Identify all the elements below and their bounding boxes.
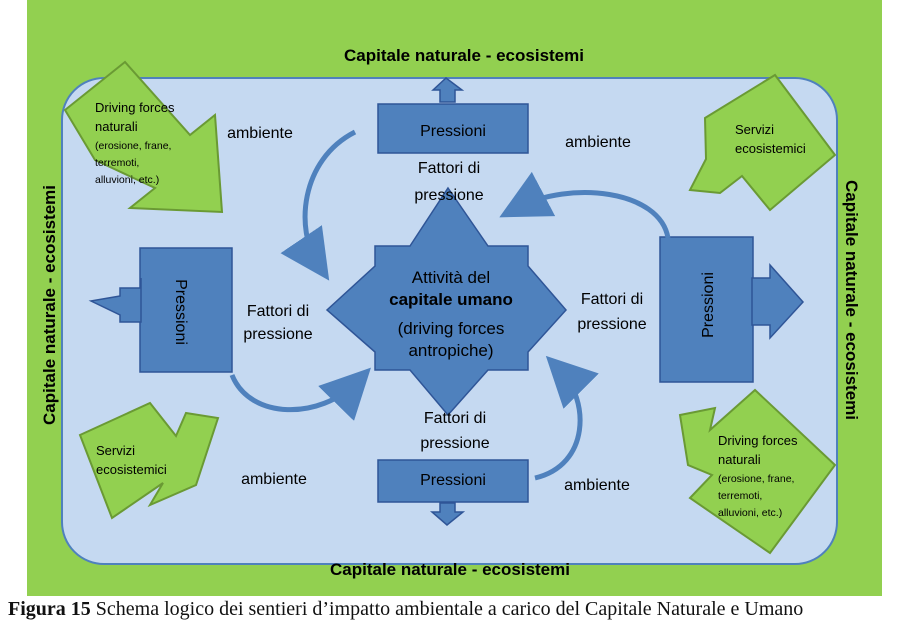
servizi-bl-1: Servizi xyxy=(96,443,135,458)
driving-forces-arrow-top-left xyxy=(63,60,224,214)
curved-arrow-top-left xyxy=(280,129,357,281)
border-label-right: Capitale naturale - ecosistemi xyxy=(842,180,861,420)
servizi-tr-1: Servizi xyxy=(735,122,774,137)
fattori-bottom-2: pressione xyxy=(420,435,489,452)
border-label-top: Capitale naturale - ecosistemi xyxy=(344,46,584,65)
ambiente-top-left: ambiente xyxy=(227,125,293,142)
pressioni-node-bottom: Pressioni xyxy=(377,459,529,526)
pressioni-top-label: Pressioni xyxy=(420,123,486,140)
driving-forces-tl-1: Driving forces xyxy=(95,100,175,115)
driving-forces-br-4: terremoti, xyxy=(718,490,762,502)
driving-forces-tl-5: alluvioni, etc.) xyxy=(95,174,159,186)
fattori-left-2: pressione xyxy=(243,326,312,343)
fattori-right-1: Fattori di xyxy=(581,291,643,308)
border-label-bottom: Capitale naturale - ecosistemi xyxy=(330,560,570,579)
center-label-2: capitale umano xyxy=(389,290,513,309)
pressioni-bottom-label: Pressioni xyxy=(420,472,486,489)
ambiente-bottom-left: ambiente xyxy=(241,471,307,488)
fattori-right-2: pressione xyxy=(577,316,646,333)
fattori-top-2: pressione xyxy=(414,187,483,204)
driving-forces-arrow-bottom-right xyxy=(678,388,837,555)
driving-forces-br-5: alluvioni, etc.) xyxy=(718,507,782,519)
figure-caption-label: Figura 15 xyxy=(8,598,91,620)
ambiente-top-right: ambiente xyxy=(565,134,631,151)
servizi-arrow-top-right xyxy=(688,73,837,212)
center-label-3: (driving forces xyxy=(398,319,505,338)
figure-caption: Figura 15 Schema logico dei sentieri d’i… xyxy=(8,598,908,621)
servizi-bl-2: ecosistemici xyxy=(96,462,167,477)
pressioni-left-label: Pressioni xyxy=(172,279,189,345)
curved-arrow-bottom-left xyxy=(229,367,371,421)
pressioni-node-right: Pressioni xyxy=(659,236,805,383)
driving-forces-tl-4: terremoti, xyxy=(95,157,139,169)
driving-forces-br-1: Driving forces xyxy=(718,433,798,448)
ambiente-bottom-right: ambiente xyxy=(564,477,630,494)
curved-arrow-bottom-right xyxy=(534,355,599,481)
driving-forces-tl-3: (erosione, frane, xyxy=(95,140,171,152)
driving-forces-tl-2: naturali xyxy=(95,119,138,134)
fattori-bottom-1: Fattori di xyxy=(424,410,486,427)
curved-arrow-top-right xyxy=(499,171,671,239)
fattori-top-1: Fattori di xyxy=(418,160,480,177)
servizi-tr-2: ecosistemici xyxy=(735,141,806,156)
fattori-left-1: Fattori di xyxy=(247,303,309,320)
center-label-4: antropiche) xyxy=(408,341,493,360)
pressioni-node-top: Pressioni xyxy=(377,77,529,154)
human-capital-node: Attività del capitale umano (driving for… xyxy=(325,186,568,417)
pressioni-node-left: Pressioni xyxy=(88,247,233,373)
servizi-arrow-bottom-left xyxy=(78,401,220,520)
driving-forces-br-2: naturali xyxy=(718,452,761,467)
driving-forces-br-3: (erosione, frane, xyxy=(718,473,794,485)
border-label-left: Capitale naturale - ecosistemi xyxy=(40,185,59,425)
figure-caption-text: Schema logico dei sentieri d’impatto amb… xyxy=(90,598,804,620)
center-label-1: Attività del xyxy=(412,268,490,287)
pressioni-right-label: Pressioni xyxy=(700,272,717,338)
